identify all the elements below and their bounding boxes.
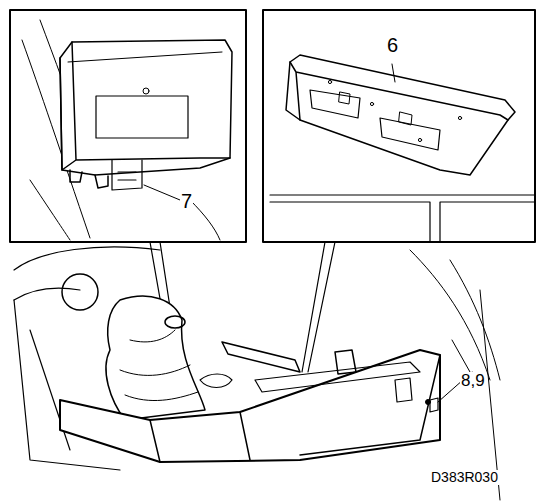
callout-number: 6 (386, 34, 399, 56)
inset-frame (263, 10, 535, 242)
callout-number: 8,9 (460, 372, 486, 391)
figure-code: D383R030 (430, 470, 499, 485)
inset-frame (10, 10, 246, 242)
callout-number: 7 (180, 190, 193, 212)
